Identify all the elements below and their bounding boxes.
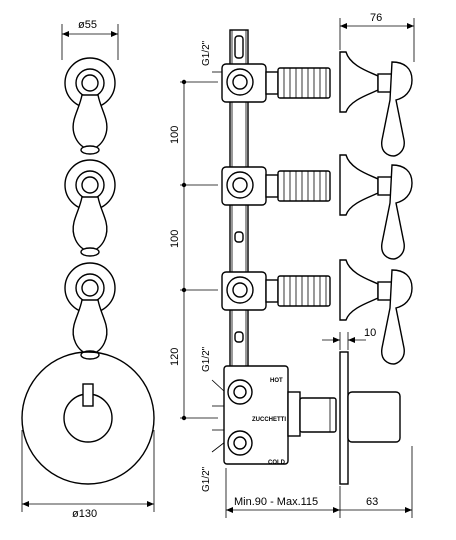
dimension-bottom-diameter: ø130: [21, 430, 155, 520]
valve-1-ribs: [283, 68, 327, 98]
thread-bottom-label: G1/2": [201, 466, 212, 492]
plate-thickness-label: 10: [364, 327, 376, 339]
body-depth-label: 63: [366, 496, 378, 508]
front-valve-2: [64, 159, 116, 257]
depth-range-label: Min.90 - Max.115: [234, 496, 318, 508]
valve-3-ribs: [283, 276, 327, 306]
dimension-handle-depth: 76: [339, 12, 415, 62]
side-valve-3: [221, 259, 413, 365]
front-valve-1: [64, 57, 116, 155]
wall-plate: [339, 351, 401, 485]
spacing-1-label: 100: [169, 126, 181, 144]
spacing-2-label: 100: [169, 230, 181, 248]
side-valve-1: [221, 51, 413, 157]
bottom-diameter-label: ø130: [72, 508, 97, 520]
spacing-3-label: 120: [169, 348, 181, 366]
cold-label: COLD: [268, 460, 286, 466]
side-view: 100 100 120 G1/2" G1/2" G1/2": [169, 12, 415, 518]
valve-2-ribs: [283, 171, 327, 201]
dimension-bottom-depths: Min.90 - Max.115 63: [225, 446, 413, 518]
top-diameter-label: ø55: [78, 19, 97, 31]
dimension-top-diameter: ø55: [61, 19, 119, 60]
thread-top-label: G1/2": [201, 40, 212, 66]
vertical-dimension-chain: 100 100 120: [169, 79, 218, 421]
dimension-plate-thickness: 10: [322, 327, 376, 350]
hot-label: HOT: [270, 378, 283, 384]
front-thermostat-plate: [21, 351, 155, 485]
thread-mid-label: G1/2": [201, 346, 212, 372]
side-valve-2: [221, 154, 413, 260]
handle-depth-label: 76: [370, 12, 382, 24]
front-view: ø55: [21, 19, 155, 520]
thermostatic-body: HOT ZUCCHETTI COLD: [212, 365, 337, 466]
front-valve-3: [64, 262, 116, 360]
brand-label: ZUCCHETTI: [252, 417, 286, 423]
